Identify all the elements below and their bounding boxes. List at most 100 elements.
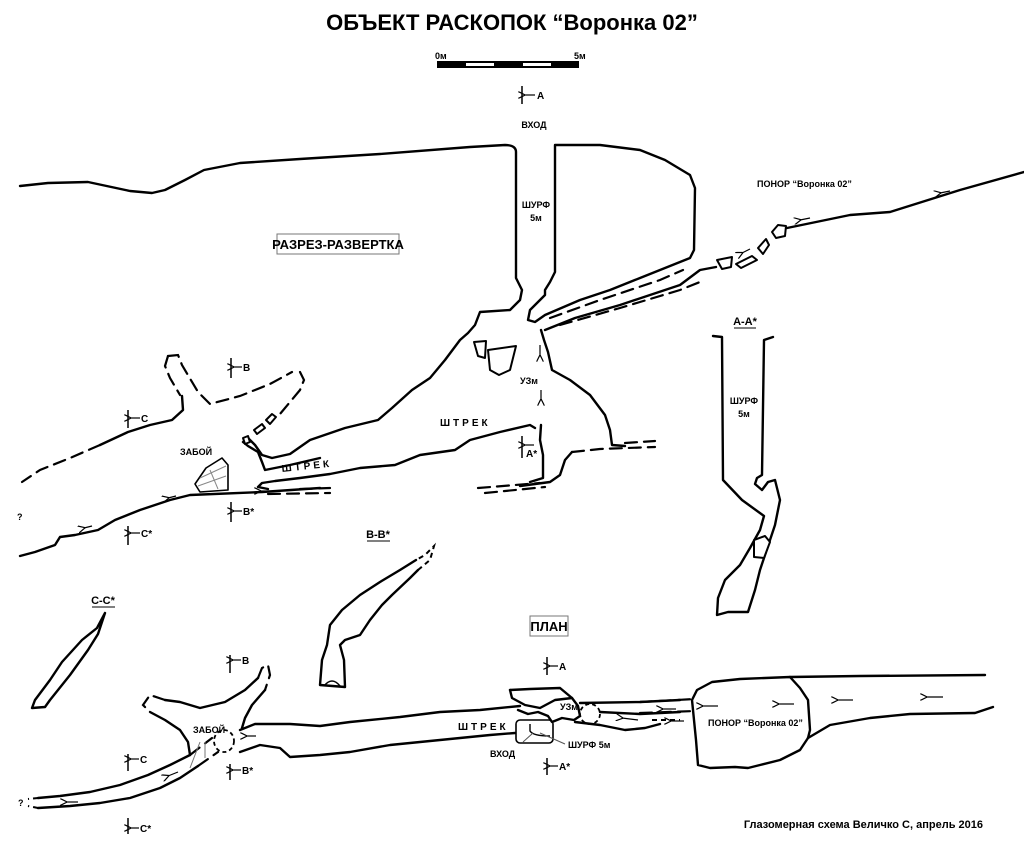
cross-section-a-shaft-depth: 5м [738,409,750,419]
plan-face-dashed-upper [188,736,214,757]
plan-branch-dashed-upper [256,663,272,692]
scale-bar: 0м 5м [435,51,586,68]
surface-right [785,170,1024,230]
plan-entrance-box [515,719,554,744]
svg-text:А*: А* [526,449,537,460]
section-mark-b-star-profile: В* [231,502,254,522]
svg-text:А*: А* [559,762,570,773]
ledge-label-profile: УЗм [520,376,538,386]
plan-face-label: ЗАБОЙ [193,724,225,735]
plan-gallery-lower [238,731,517,759]
svg-text:С: С [140,755,147,766]
svg-text:В*: В* [243,507,254,518]
svg-text:В: В [242,656,249,667]
cross-section-a-shaft-label: ШУРФ [730,396,759,406]
plan-gallery-label: ШТРЕК [458,722,509,733]
section-mark-a-star-plan: А* [547,758,570,775]
plan-face-dashed-lower [196,750,220,768]
plan-ponor-lower-wall [806,705,995,740]
chamber-exit-dashed [623,439,657,445]
section-mark-c-plan: С [128,754,147,771]
small-rock-c [265,413,277,425]
profile-heading: РАЗРЕЗ-РАЗВЕРТКА [272,237,404,252]
plan-entrance-label: ВХОД [490,749,516,759]
plan-passage-dashed-1 [638,697,697,704]
gallery-lower-wall [256,423,537,491]
section-mark-c-profile: С [128,410,148,428]
small-rock-a [242,435,251,445]
plan-left-gallery-upper [36,753,192,800]
plan-ponor-label: ПОНОР “Воронка 02” [708,718,803,728]
ponor-rock-1 [716,256,733,270]
gallery-label-profile-2: ШТРЕК [281,459,332,475]
gallery-floor-left-dashed [298,486,332,491]
plan-branch-dashed-left [141,693,167,714]
plan-branch-upper [163,676,260,710]
cross-section-b-b: В-В* [318,529,437,689]
scale-start-label: 0м [435,51,447,61]
svg-text:В*: В* [242,766,253,777]
gallery-floor-left [18,486,322,558]
section-mark-b-plan: В [230,655,249,673]
section-mark-a-plan: А [547,657,566,675]
plan-ponor-upper-wall [788,673,987,679]
gallery-floor-dashed-2 [483,485,547,495]
section-mark-c-star-plan: С* [128,818,151,835]
chamber-right-wall [539,328,627,448]
profile-view: А ВХОД ПОНОР “Воронка 02” ШУРФ 5м РАЗРЕЗ… [17,86,1024,558]
svg-text:А: А [559,662,566,673]
gallery-floor-profile [528,423,545,484]
drawing-title: ОБЪЕКТ РАСКОПОК “Воронка 02” [326,10,698,35]
section-mark-b-profile: В [231,358,250,378]
shaft-depth-profile: 5м [530,213,542,223]
scale-end-label: 5м [574,51,586,61]
ponor-rock-4 [771,224,787,239]
section-title-a-a: А-А* [733,316,758,328]
plan-left-gallery-open-end [27,797,39,809]
plan-ledge-label: УЗм [560,702,578,712]
section-mark-b-star-plan: В* [230,764,253,780]
plan-passage-low [573,720,662,732]
section-title-c-c: С-С* [91,595,116,607]
ponor-bed [543,265,718,332]
svg-text:С*: С* [141,529,152,540]
gallery-label-profile-1: ШТРЕК [440,418,491,429]
branch-dashed-upper [166,353,294,406]
plan-shaft-label: ШУРФ 5м [568,740,611,750]
shaft-label-profile: ШУРФ [522,200,551,210]
plan-heading-box [529,615,569,637]
plan-heading: ПЛАН [530,619,567,634]
gallery-left-dashed [20,443,102,484]
section-mark-a-profile: А [522,86,544,104]
cross-section-b-wall [318,558,420,689]
plan-passage-dashed-2 [638,709,697,715]
gallery-floor-left-dashed-2 [266,491,332,496]
ponor-rock-2 [735,255,758,269]
section-mark-c-star-profile: С* [128,526,152,545]
plan-unknown-mark: ? [18,798,24,808]
ponor-label-profile: ПОНОР “Воронка 02” [757,179,852,189]
gallery-upper-dashed [278,370,306,416]
surface-left [18,143,524,460]
plan-rubble-circle [579,703,601,725]
cross-section-c-wall [30,611,107,710]
plan-face-rubble [213,729,235,753]
chamber-rock-large [487,345,517,376]
plan-view: ПЛАН А А* УЗм [18,615,995,835]
ponor-rock-3 [757,238,770,255]
plan-left-gallery-lower [36,764,200,810]
svg-text:А: А [537,91,544,102]
svg-text:С*: С* [140,824,151,835]
small-rock-b [253,423,266,435]
cross-section-b-open-end [415,542,437,571]
cross-section-a-a: А-А* ШУРФ 5м [711,316,782,617]
plan-branch-right-wall [240,688,267,730]
plan-gallery-upper [238,704,522,732]
shaft-right-wall [526,143,697,324]
entrance-label-profile: ВХОД [521,120,547,130]
credit-text: Глазомерная схема Величко С, апрель 2016 [744,819,983,831]
plan-branch-wall [148,710,192,757]
svg-text:С: С [141,414,148,425]
